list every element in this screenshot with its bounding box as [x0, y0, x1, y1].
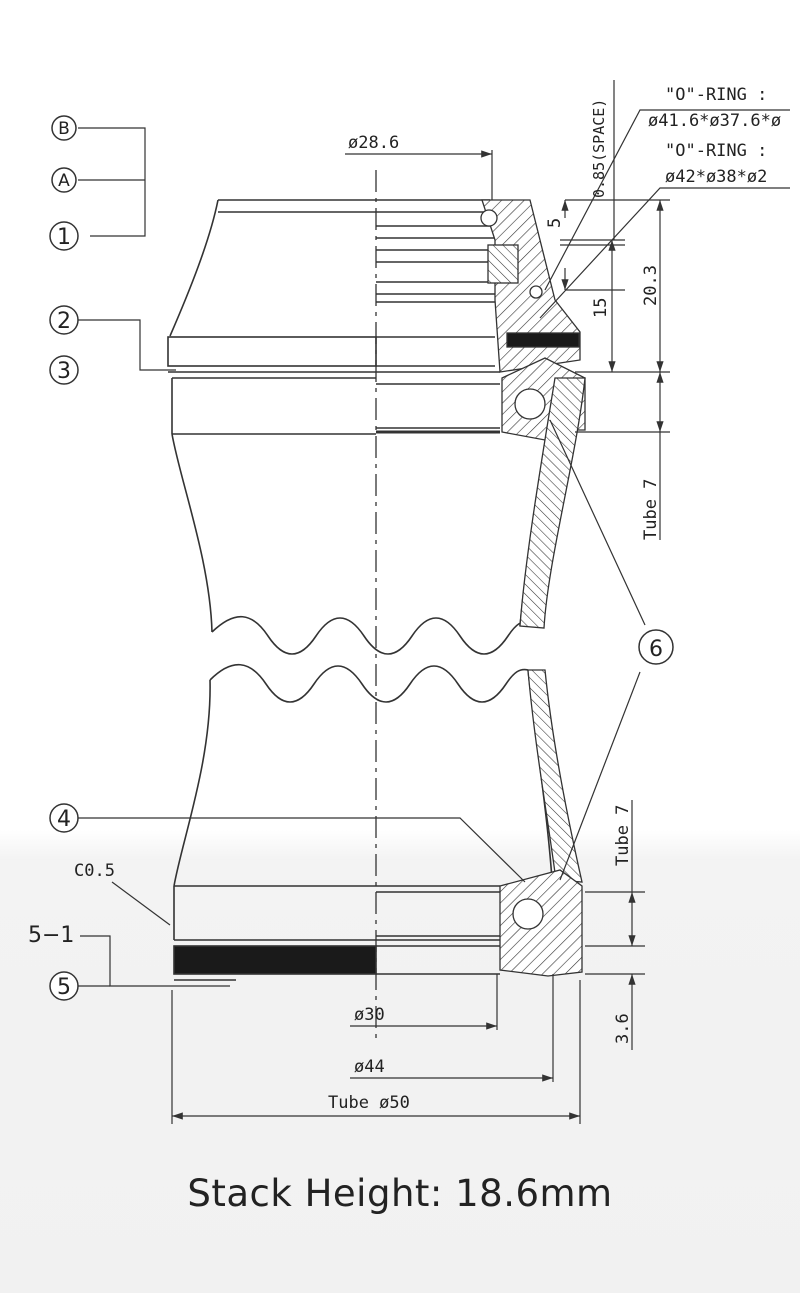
callout-markers: [49, 115, 674, 1001]
dim-15-label: 15: [591, 298, 611, 318]
dim-20-3-label: 20.3: [641, 265, 661, 306]
callout-b-circle: [51, 115, 77, 141]
callout-4-circle: [49, 803, 79, 833]
stack-height-caption: Stack Height: 18.6mm: [187, 1172, 613, 1215]
callout-5-circle: [49, 971, 79, 1001]
callout-a: A: [58, 171, 70, 191]
callout-1: 1: [57, 225, 71, 250]
callout-labels: B A 1 2 3 4 5 6: [57, 119, 663, 1000]
dimension-labels: ø28.6 0.85(SPACE) "O"-RING : ø41.6*ø37.6…: [74, 85, 781, 1113]
callout-5-1: 5−1: [28, 923, 74, 948]
oring1-spec-label: ø41.6*ø37.6*ø: [648, 111, 781, 131]
dimension-lines: [78, 80, 790, 1124]
callout-3-circle: [49, 355, 79, 385]
dim-tube7-upper-label: Tube 7: [641, 479, 661, 540]
callout-b: B: [58, 119, 70, 139]
callout-2-circle: [49, 305, 79, 335]
callout-2: 2: [57, 309, 71, 334]
callout-3: 3: [57, 359, 71, 384]
dim-3-6-label: 3.6: [613, 1013, 633, 1044]
dim-5-label: 5: [545, 218, 565, 228]
dim-30-label: ø30: [354, 1005, 385, 1025]
dim-44-label: ø44: [354, 1057, 385, 1077]
oring2-spec-label: ø42*ø38*ø2: [665, 167, 767, 187]
dim-28-6-label: ø28.6: [348, 133, 399, 153]
section-hatching: [480, 199, 586, 977]
callout-5: 5: [57, 975, 71, 1000]
dim-tube50-label: Tube ø50: [328, 1093, 410, 1113]
oring1-title-label: "O"-RING :: [665, 85, 767, 105]
callout-1-circle: [49, 221, 79, 251]
oring2-title-label: "O"-RING :: [665, 141, 767, 161]
dim-space-label: 0.85(SPACE): [590, 99, 608, 198]
callout-a-circle: [51, 167, 77, 193]
dim-tube7-lower-label: Tube 7: [613, 805, 633, 866]
dim-c0-5-label: C0.5: [74, 861, 115, 881]
callout-6: 6: [649, 637, 663, 662]
callout-6-circle: [638, 629, 674, 665]
callout-4: 4: [57, 807, 71, 832]
